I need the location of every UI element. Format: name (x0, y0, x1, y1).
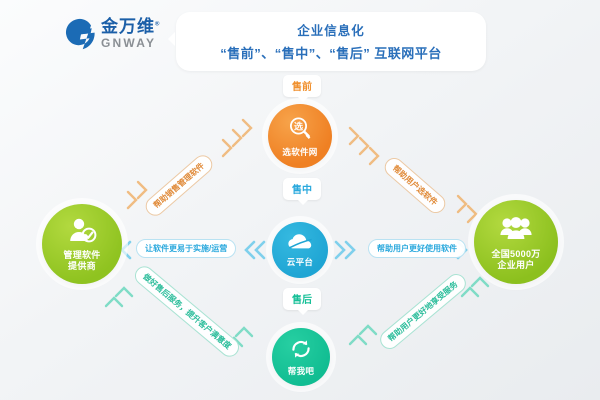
gnway-g-icon (62, 16, 96, 50)
cloud-icon (287, 233, 313, 256)
connector-label-better-use-software: 帮助用户更好使用软件 (368, 239, 466, 258)
brand-name-cn: 金万维 (101, 16, 155, 36)
node-help-me[interactable]: 帮我吧 (272, 328, 330, 386)
refresh-support-icon (289, 338, 313, 365)
brand-name-en: GNWAY (101, 35, 157, 50)
title-banner: 企业信息化 “售前”、“售中”、“售后” 互联网平台 (168, 12, 486, 71)
connector-label-easier-deploy: 让软件更易于实施/运营 (136, 239, 237, 258)
stage-tag-pre: 售前 (283, 75, 321, 102)
node-label: 管理软件 提供商 (63, 250, 101, 271)
user-check-icon (66, 217, 98, 248)
node-enterprise-users[interactable]: 全国5000万 企业用户 (474, 200, 558, 284)
node-label: 全国5000万 企业用户 (491, 249, 541, 270)
brand-logo: 金万维® GNWAY (62, 16, 160, 50)
magnifier-select-icon: 选 (287, 115, 313, 146)
banner-line-2: “售前”、“售中”、“售后” 互联网平台 (220, 46, 442, 61)
stage-tag-post: 售后 (283, 288, 321, 315)
node-select-software-site[interactable]: 选 选软件网 (268, 104, 332, 168)
node-label: 云平台 (286, 256, 314, 267)
node-cloud-platform[interactable]: 云平台 (272, 222, 328, 278)
node-software-provider[interactable]: 管理软件 提供商 (42, 204, 122, 284)
people-group-icon (499, 214, 533, 247)
banner-line-1: 企业信息化 (297, 24, 365, 38)
svg-text:选: 选 (294, 120, 303, 131)
stage-tag-mid: 售中 (283, 178, 321, 205)
node-label: 帮我吧 (287, 365, 315, 376)
node-label: 选软件网 (282, 146, 318, 157)
registered-mark: ® (155, 20, 161, 27)
